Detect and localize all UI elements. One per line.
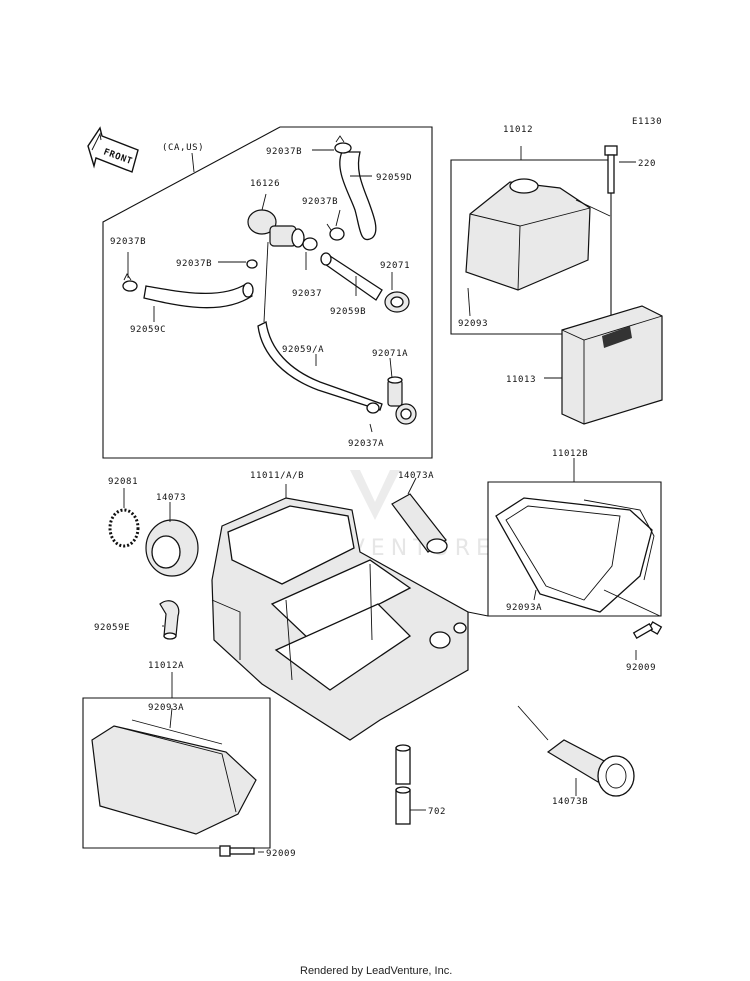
part-92059D-hose: [339, 151, 377, 241]
diagram-code: E1130: [632, 117, 662, 127]
label-11012: 11012: [503, 125, 533, 135]
part-11012-cover: [450, 146, 612, 335]
region-note: (CA,US): [162, 143, 204, 153]
label-11012B: 11012B: [552, 449, 588, 459]
label-92037B-4: 92037B: [176, 259, 212, 269]
label-92059B: 92059B: [330, 307, 366, 317]
label-11012A: 11012A: [148, 661, 184, 671]
label-92093A-left: 92093A: [148, 703, 184, 713]
label-92009-left: 92009: [266, 849, 296, 859]
label-92093A-right: 92093A: [506, 603, 542, 613]
part-14073-duct: [145, 502, 199, 577]
label-92093: 92093: [458, 319, 488, 329]
part-92059A-hose: [257, 321, 383, 411]
label-702: 702: [428, 807, 446, 817]
part-92009-bolt-left: [219, 845, 255, 857]
part-11012A-cover: [82, 672, 271, 849]
part-220-bolt: [604, 145, 636, 194]
label-92037B-3: 92037B: [110, 237, 146, 247]
label-16126: 16126: [250, 179, 280, 189]
label-14073: 14073: [156, 493, 186, 503]
part-11013-element: [561, 305, 663, 425]
label-92059E: 92059E: [94, 623, 130, 633]
label-92037: 92037: [292, 289, 322, 299]
label-92059C: 92059C: [130, 325, 166, 335]
footer-credit: Rendered by LeadVenture, Inc.: [300, 965, 452, 977]
part-702-tube: [395, 744, 426, 825]
label-220: 220: [638, 159, 656, 169]
part-16126-valve: [247, 193, 305, 248]
label-92071: 92071: [380, 261, 410, 271]
label-92037B-2: 92037B: [302, 197, 338, 207]
label-92071A: 92071A: [372, 349, 408, 359]
label-92081: 92081: [108, 477, 138, 487]
clamp-92037B-small: [246, 259, 258, 269]
part-92059B-hose: [320, 255, 383, 301]
front-arrow-icon: FRONT: [87, 126, 139, 173]
part-92071-cap: [384, 291, 410, 313]
label-14073B: 14073B: [552, 797, 588, 807]
part-92059C-hose: [143, 283, 253, 309]
part-92081-spring: [108, 488, 140, 548]
clamp-92037: [302, 237, 318, 251]
label-92009-right: 92009: [626, 663, 656, 673]
part-92059E-elbow: [159, 600, 180, 640]
label-92037B-1: 92037B: [266, 147, 302, 157]
clamp-92037B-left: [122, 273, 138, 292]
label-92037A: 92037A: [348, 439, 384, 449]
part-14073B-duct: [517, 705, 635, 797]
label-92059A: 92059/A: [282, 345, 324, 355]
ca-us-breather-group: (CA,US): [102, 126, 433, 459]
part-labels: 11012 220 92093 11013 92037B 16126 92037…: [94, 125, 656, 859]
label-11011AB: 11011/A/B: [250, 471, 304, 481]
part-92071A-fitting: [387, 376, 417, 425]
label-92059D: 92059D: [376, 173, 412, 183]
part-11012B-cover: [487, 458, 662, 617]
clamp-92037A: [366, 402, 380, 414]
part-92009-bolt-right: [632, 621, 663, 660]
leader-lines: [127, 149, 661, 853]
part-11011-airbox: [211, 484, 469, 741]
clamp-92037B-mid: [326, 223, 345, 241]
part-14073A-duct: [391, 477, 448, 554]
label-11013: 11013: [506, 375, 536, 385]
clamp-92037B-top: [334, 135, 352, 154]
label-14073A: 14073A: [398, 471, 434, 481]
